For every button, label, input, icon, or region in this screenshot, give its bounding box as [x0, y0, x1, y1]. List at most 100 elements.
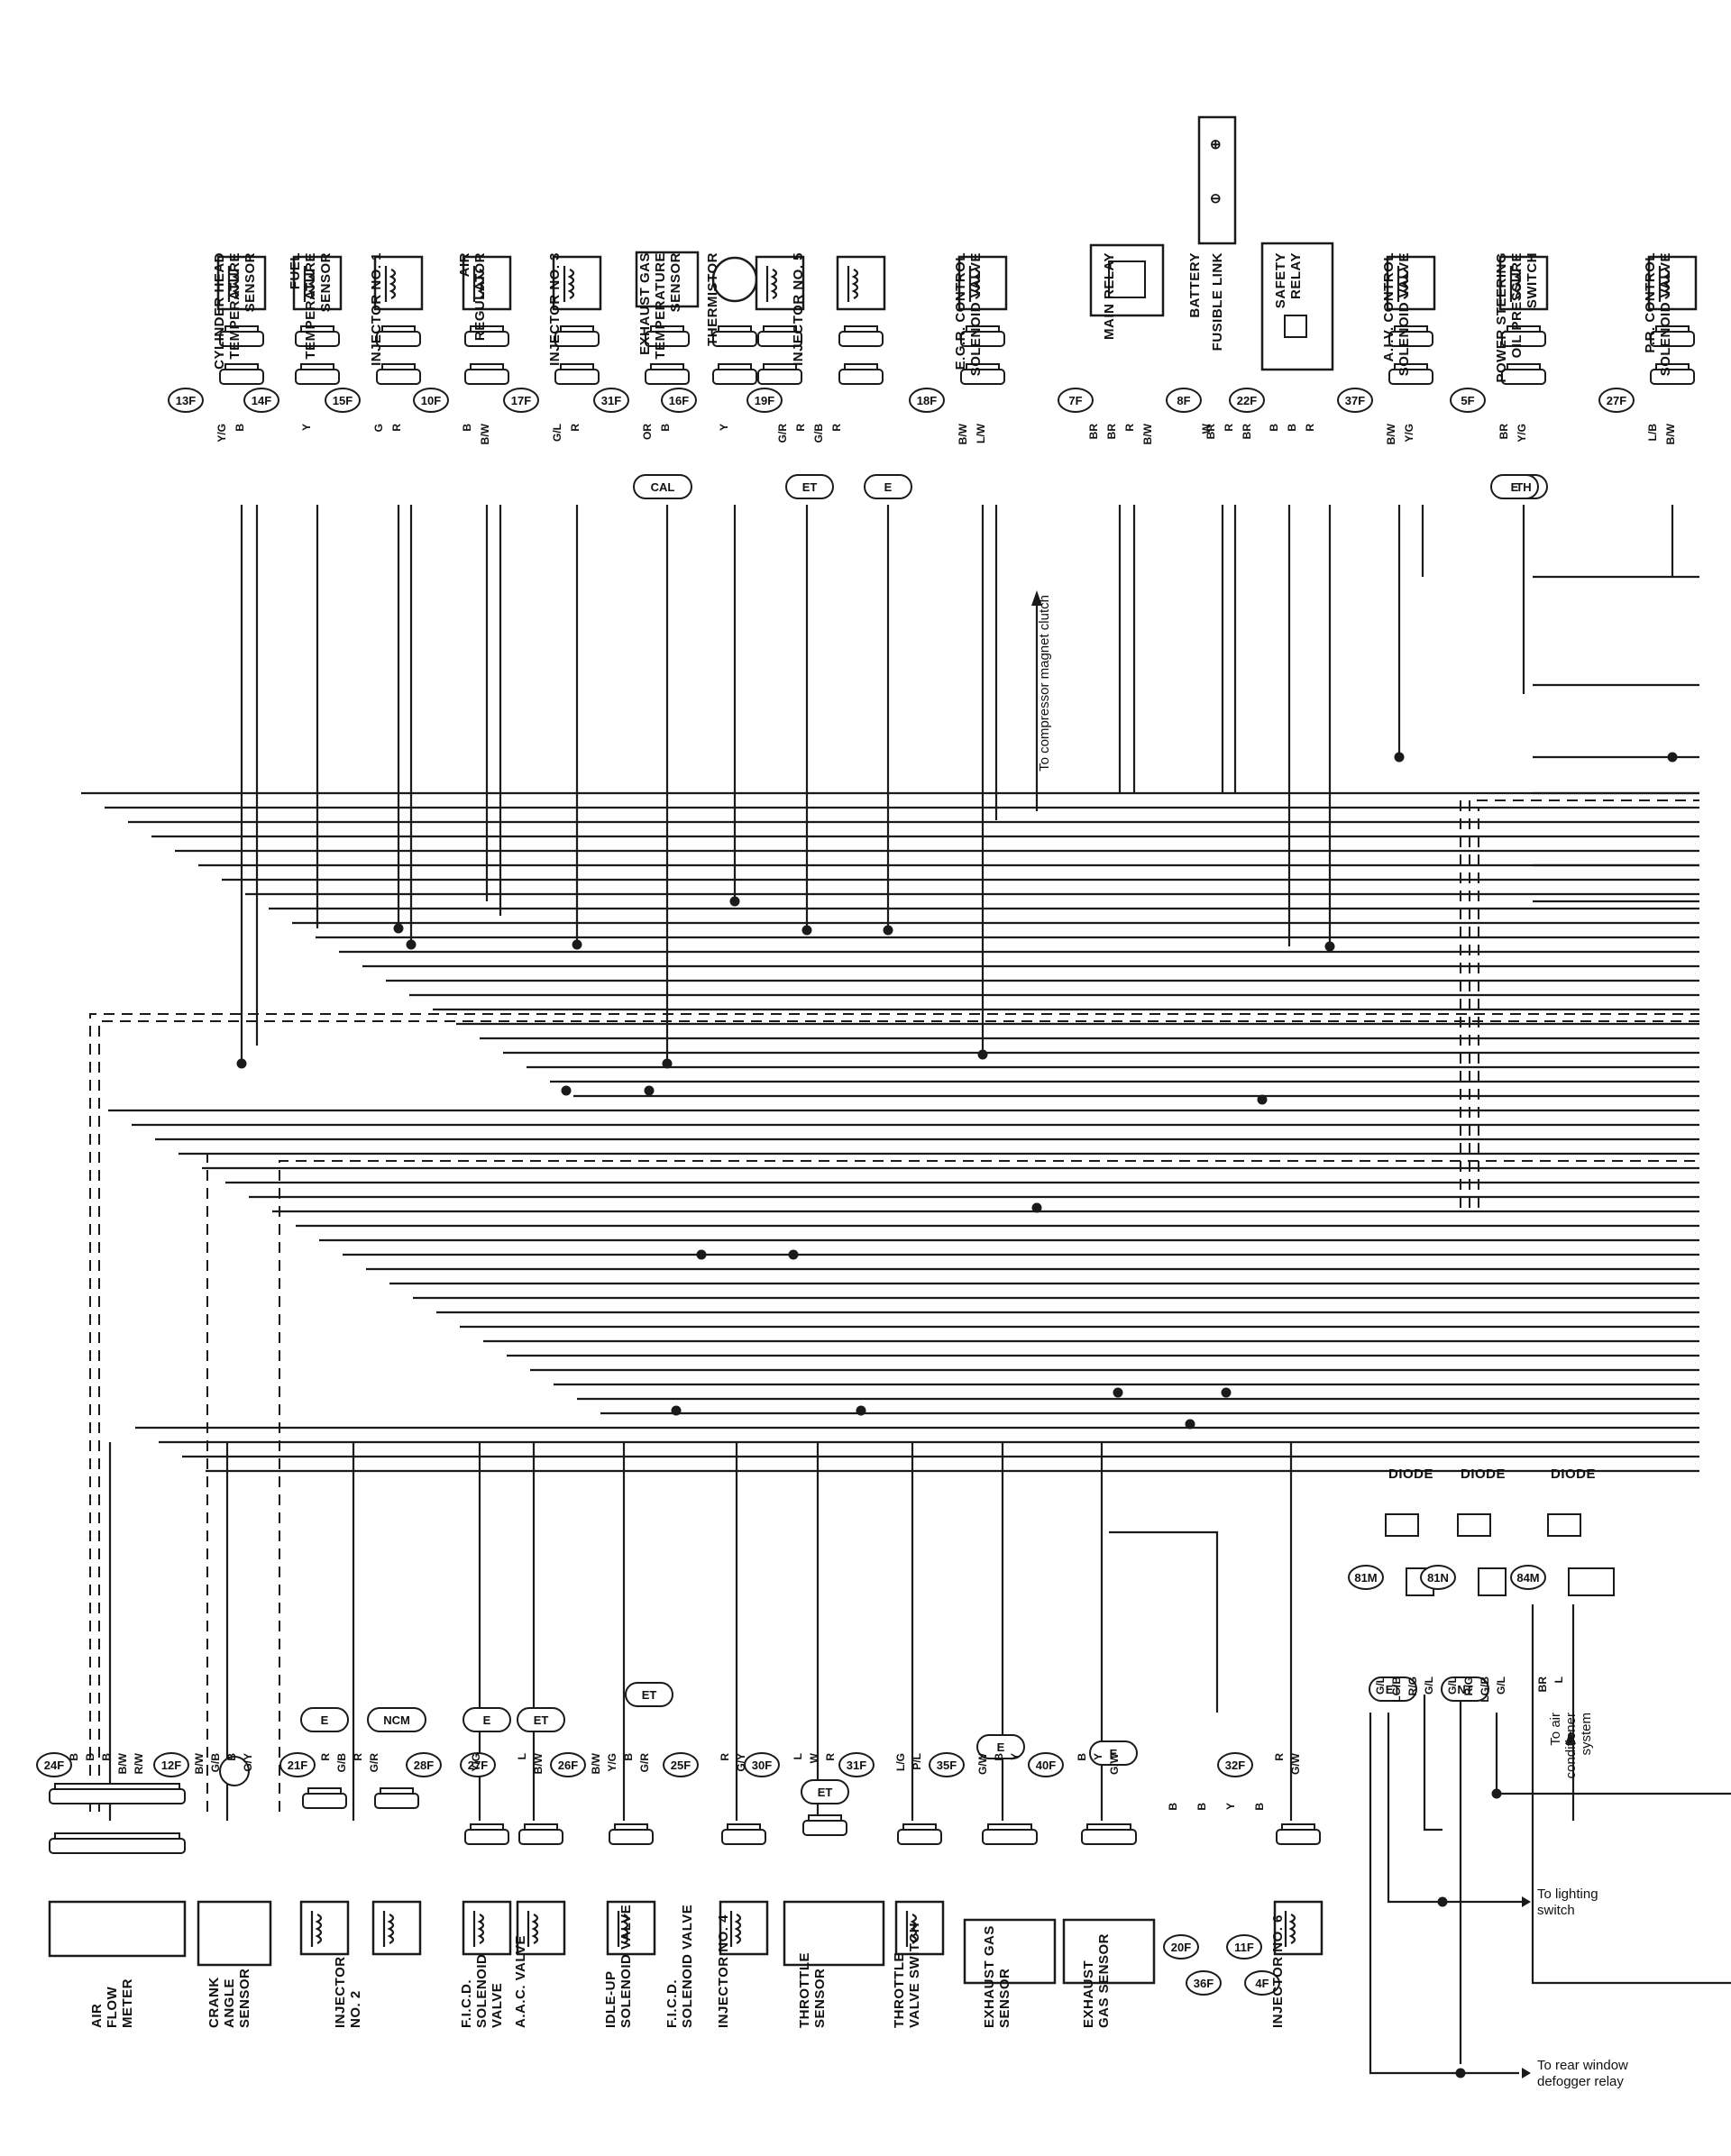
connector-id-badge	[503, 388, 539, 413]
connector-housing	[645, 369, 690, 385]
shield-wire	[1469, 799, 1699, 1208]
component-box	[1498, 255, 1549, 311]
connector-id-badge	[1244, 1970, 1280, 1996]
connector-id: 14F	[252, 394, 271, 407]
connector-housing	[464, 1829, 509, 1845]
diode-wire	[1531, 1604, 1731, 1985]
connector-latch	[560, 363, 594, 370]
wire-color: B	[84, 1753, 96, 1761]
component-label: SENSOR	[243, 252, 258, 312]
component-label: VALVE	[490, 1983, 505, 2028]
component-label: SOLENOID VALVE	[968, 252, 984, 376]
connector-housing	[802, 1820, 847, 1836]
wire-color: P/L	[911, 1753, 923, 1770]
junction-dot	[1437, 1896, 1448, 1907]
coil-icon	[1514, 269, 1522, 299]
wire-color: B	[225, 1753, 238, 1761]
connector-id-badge	[744, 1752, 780, 1777]
connector-id: 5F	[1461, 394, 1474, 407]
junction-dot	[572, 939, 582, 950]
diode-icon	[1385, 1513, 1419, 1537]
connector-latch	[381, 325, 416, 333]
wire-color: Y/G	[215, 424, 228, 443]
connector-id: 28F	[414, 1759, 434, 1772]
splice-label: NT	[1457, 1683, 1472, 1696]
wire-color: Y/G	[1516, 424, 1528, 443]
junction-dot	[561, 1085, 572, 1096]
component-box	[371, 1900, 422, 1956]
connector-id: 7F	[1068, 394, 1082, 407]
wire-color: G/L	[1446, 1676, 1459, 1695]
wire-color: R	[352, 1753, 364, 1761]
junction-dot	[1221, 1387, 1232, 1398]
coil-icon	[770, 269, 778, 299]
splice-label: E	[997, 1740, 1005, 1754]
connector-housing	[49, 1838, 186, 1854]
wire-color: BR	[1241, 424, 1253, 440]
connector-id: 40F	[1036, 1759, 1056, 1772]
connector-latch	[1655, 363, 1690, 370]
junction-dot	[788, 1249, 799, 1260]
diode-label: DIODE	[1388, 1466, 1433, 1482]
safety-relay-box	[1260, 242, 1334, 371]
connector-id-badge	[1217, 1752, 1253, 1777]
wire-color: B/W	[479, 423, 491, 444]
connector-latch	[381, 363, 416, 370]
component-label: METER	[120, 1978, 135, 2028]
battery-body	[1197, 115, 1237, 245]
wire-color: Y	[1224, 1803, 1237, 1810]
note-air-conditioner: To air	[1548, 1713, 1563, 1746]
connector-housing	[219, 369, 264, 385]
splice-label: E	[1511, 480, 1519, 494]
component-box	[48, 1900, 187, 1958]
connector-id-badge	[1028, 1752, 1064, 1777]
splice-label: E	[1110, 1747, 1118, 1760]
coil-icon	[621, 1914, 629, 1944]
component-label: RELAY	[1288, 252, 1304, 299]
component-box	[1062, 1918, 1156, 1985]
wire-color: B	[622, 1753, 635, 1761]
defogger-wire	[1369, 1713, 1519, 2075]
shield-wire	[89, 1013, 1699, 1812]
wire-color: B	[1076, 1753, 1088, 1761]
connector-latch	[727, 1823, 761, 1831]
connector-latch	[1086, 1823, 1131, 1831]
wire-color: BR	[1204, 424, 1217, 440]
wire-color: R	[390, 424, 403, 432]
connector-id: 11F	[1234, 1941, 1254, 1954]
splice-badge	[625, 1682, 673, 1707]
splice-badge	[1089, 1740, 1138, 1766]
connector-latch	[1655, 325, 1690, 333]
arrow-head	[1522, 1896, 1531, 1907]
note-compressor: To compressor magnet clutch	[1037, 595, 1052, 772]
junction-dot	[644, 1085, 655, 1096]
splice-badge	[633, 474, 692, 499]
connector-latch	[470, 325, 504, 333]
component-box	[836, 255, 886, 311]
connector-latch	[380, 1787, 414, 1795]
wire-color: G/R	[368, 1753, 380, 1773]
coil-icon	[910, 1914, 918, 1944]
wire-color: Y/G	[470, 1753, 482, 1772]
wire-color: G/W	[976, 1752, 989, 1775]
connector-latch	[307, 1787, 342, 1795]
splice-badge	[367, 1707, 426, 1732]
connector-housing	[897, 1829, 942, 1845]
connector-housing	[838, 369, 884, 385]
component-label: P.R. CONTROL	[1643, 252, 1658, 353]
component-box	[783, 1900, 885, 1967]
component-label: EXHAUST	[1081, 1960, 1096, 2028]
splice-badge	[1441, 1676, 1489, 1702]
connector-housing	[554, 369, 600, 385]
wire-color: R	[794, 424, 807, 432]
component-box	[1386, 255, 1436, 311]
junction-dot	[662, 1058, 673, 1069]
wire-color: R	[719, 1753, 731, 1761]
junction-dot	[1491, 1788, 1502, 1799]
splice-label: E	[483, 1713, 491, 1727]
component-label: AIR	[457, 252, 472, 277]
connector-id: 8F	[1177, 394, 1190, 407]
connector-id: 17F	[511, 394, 531, 407]
wire-color: LG/B	[1390, 1676, 1403, 1703]
diode-icon	[1457, 1513, 1491, 1537]
